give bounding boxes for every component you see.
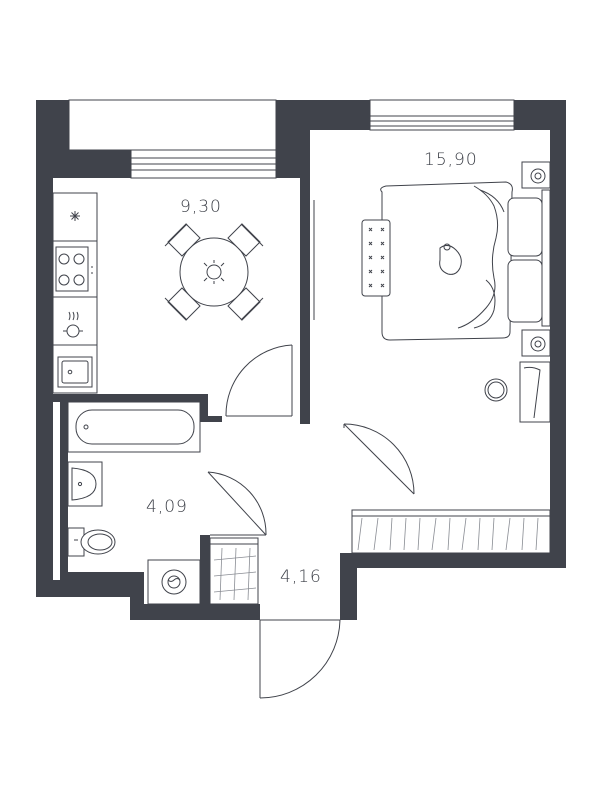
dining-table-icon [164,223,264,321]
bathroom-door [207,471,267,536]
oven-icon [63,311,83,338]
bathroom: 4,09 [67,401,201,557]
wardrobe-icon [519,361,551,423]
wall-bedroom-lower-left [340,553,357,619]
pouf-icon [484,378,508,402]
stove-icon [55,246,93,292]
pillow-bottom [507,259,543,323]
wall-right-outer [550,100,566,568]
kitchen-door [225,344,293,417]
walls [36,100,566,620]
washing-machine-icon [147,559,201,605]
wall-bath-right [200,394,208,416]
hall-area-label: 4,16 [280,567,322,587]
wall-bath-inner-bottom [60,572,144,580]
washbasin-icon [67,461,103,507]
kitchen-area-label: 9,30 [180,197,222,217]
bedroom-area-label: 15,90 [424,150,478,170]
wall-bottom-bedroom [356,553,566,568]
wall-bath-lower-right [200,535,210,620]
balcony-window [351,509,551,554]
wall-top-kitchen [36,100,69,150]
wall-kitchen-bedroom [300,100,310,416]
fridge-icon [70,211,80,221]
kitchen-counter [52,192,98,394]
chair-bottom-right [227,287,264,321]
hall-wardrobe [209,537,259,605]
bedroom: 15,90 [361,150,551,423]
sink-icon [57,356,93,388]
wall-left-outer [36,100,53,597]
wall-bottom-mid [130,604,260,620]
nightstand-top [521,161,551,189]
wall-bath-top [53,394,208,402]
kitchen: 9,30 [52,192,264,394]
bench-icon [361,219,391,297]
pillow-top [507,197,543,257]
kitchen-window-frame [68,99,277,151]
wall-bottom-left [36,580,144,597]
toy-icon [439,243,462,275]
bedroom-window-glass [369,99,515,131]
doors [207,344,415,699]
wall-bath-bottom [130,580,144,620]
windows [68,99,551,554]
double-bed-icon [380,181,551,341]
wall-top-bedroom-left [300,100,370,130]
balcony-window-hatching [357,517,539,551]
wall-hall-right [340,604,357,620]
chair-top-left [164,223,201,257]
chair-bottom-left [164,287,201,321]
bedroom-door [343,423,415,495]
toilet-icon [67,527,116,557]
entrance-door [259,619,341,699]
nightstand-bottom [521,329,551,357]
wall-bath-left [60,394,68,580]
wall-bath-door-frame [200,416,222,422]
table-decor-icon [203,260,225,284]
wall-kitchen-window-left [53,150,131,178]
chair-top-right [227,223,264,257]
bathtub-icon [67,401,201,453]
hall: 4,16 [209,537,322,605]
bathroom-area-label: 4,09 [146,497,188,517]
bed-headboard [541,189,551,327]
